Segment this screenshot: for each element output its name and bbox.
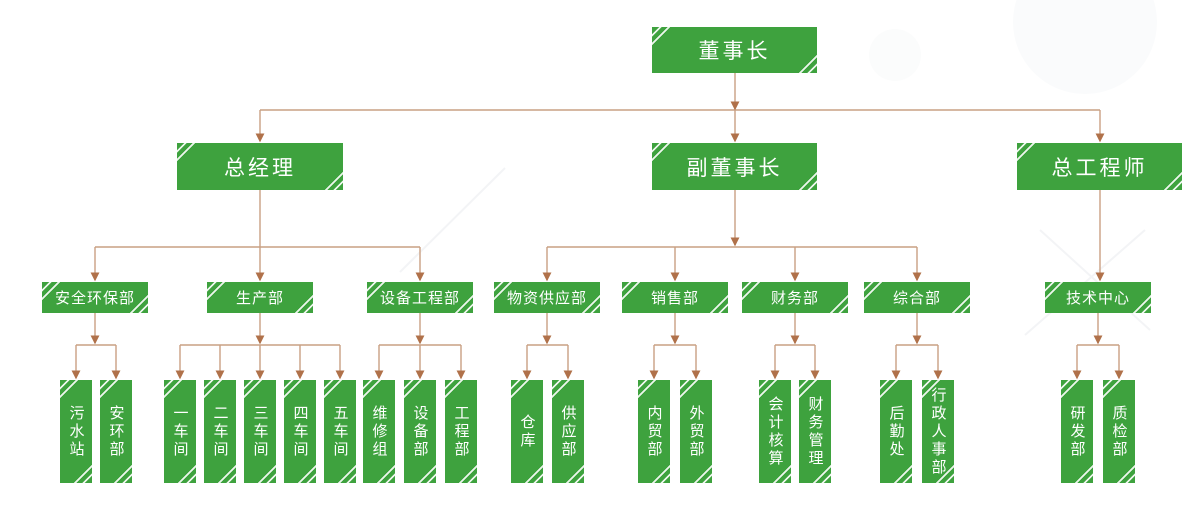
- node-chairman: 董事长: [652, 27, 817, 73]
- node-general-affairs-dept: 综合部: [864, 282, 970, 313]
- node-workshop-4: 四车间: [284, 380, 316, 483]
- node-accounting: 会计核算: [759, 380, 791, 483]
- node-equipment-office: 设备部: [404, 380, 436, 483]
- node-foreign-trade: 外贸部: [680, 380, 712, 483]
- connector-level2: [90, 190, 1105, 282]
- node-engineering-office: 工程部: [445, 380, 477, 483]
- node-sewage-station: 污水站: [60, 380, 92, 483]
- node-workshop-3: 三车间: [244, 380, 276, 483]
- node-vice-chairman: 副董事长: [652, 143, 817, 190]
- node-finance-dept: 财务部: [742, 282, 848, 313]
- node-tech-center: 技术中心: [1045, 282, 1151, 313]
- node-rd-dept: 研发部: [1061, 380, 1093, 483]
- node-equipment-eng-dept: 设备工程部: [367, 282, 473, 313]
- connector-level3: [71, 313, 1124, 380]
- node-workshop-1: 一车间: [164, 380, 196, 483]
- node-general-manager: 总经理: [177, 143, 343, 190]
- node-qc-dept: 质检部: [1103, 380, 1135, 483]
- node-warehouse: 仓库: [511, 380, 543, 483]
- node-workshop-5: 五车间: [324, 380, 356, 483]
- node-maintenance-group: 维修组: [363, 380, 395, 483]
- node-financial-mgmt: 财务管理: [799, 380, 831, 483]
- node-chief-engineer: 总工程师: [1017, 143, 1182, 190]
- node-domestic-trade: 内贸部: [638, 380, 670, 483]
- node-logistics-office: 后勤处: [880, 380, 912, 483]
- node-safety-env-office: 安环部: [100, 380, 132, 483]
- node-sales-dept: 销售部: [622, 282, 728, 313]
- node-workshop-2: 二车间: [204, 380, 236, 483]
- node-admin-hr-dept: 行政人事部: [922, 380, 954, 483]
- node-safety-env-dept: 安全环保部: [42, 282, 148, 313]
- node-supply-office: 供应部: [552, 380, 584, 483]
- connector-level1: [255, 73, 1105, 143]
- node-production-dept: 生产部: [207, 282, 313, 313]
- node-material-supply-dept: 物资供应部: [494, 282, 600, 313]
